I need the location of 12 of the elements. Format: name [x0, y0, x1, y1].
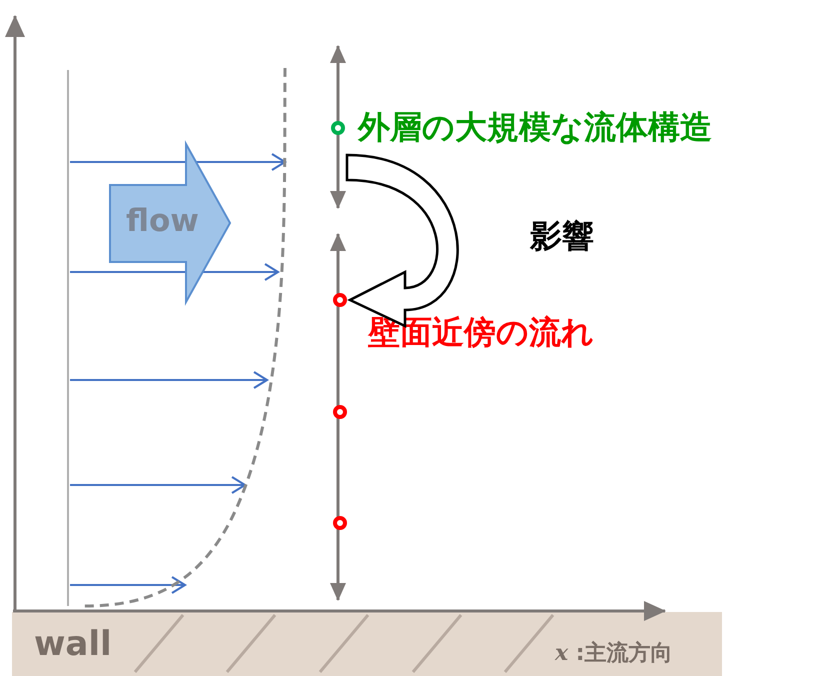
axis-label: x :主流方向: [555, 642, 673, 665]
marker-circle: [333, 293, 347, 307]
curved-arrow: [346, 154, 459, 328]
wall-label: wall: [34, 627, 112, 661]
block-arrow: [108, 142, 232, 304]
marker-circle: [333, 516, 347, 530]
edge-label: 影響: [530, 220, 594, 252]
node-label: 外層の大規模な流体構造: [358, 111, 712, 143]
wall-band: [12, 612, 722, 676]
marker-circle: [331, 121, 345, 135]
marker-circle: [333, 405, 347, 419]
arrow-text: flow: [126, 206, 199, 237]
